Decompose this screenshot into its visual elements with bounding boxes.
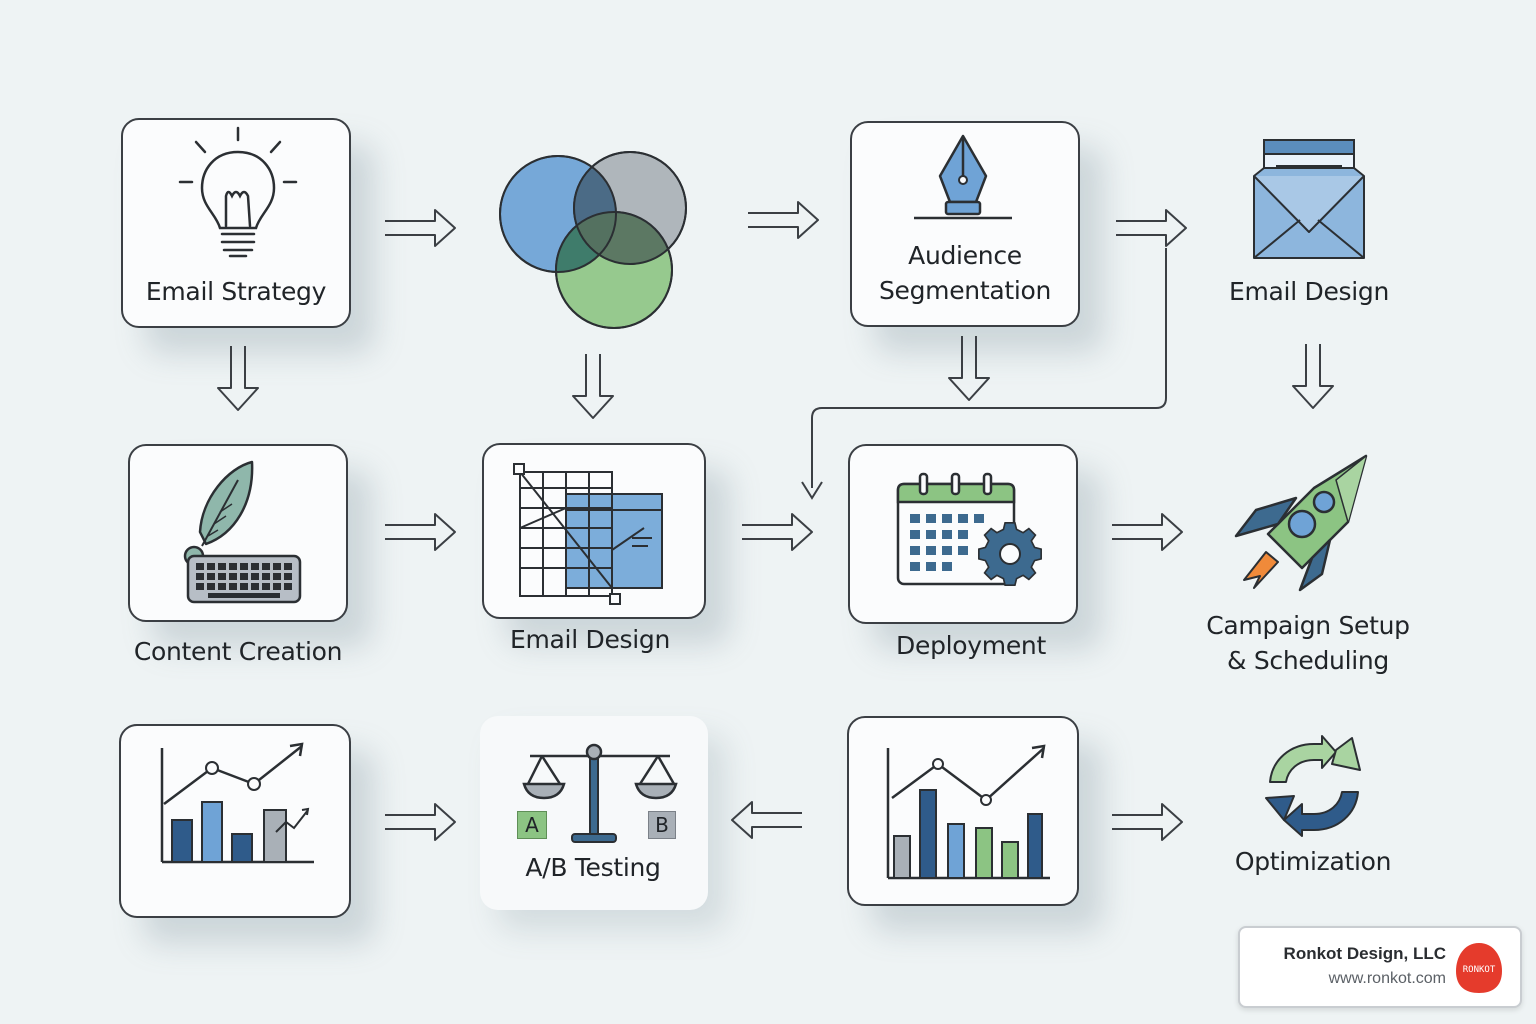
envelope-icon xyxy=(1253,139,1365,259)
badge-b: B xyxy=(648,811,676,839)
bar-chart-icon xyxy=(160,742,314,864)
fountain-pen-icon xyxy=(914,134,1012,220)
arrow-left-1 xyxy=(731,801,802,839)
arrow-right-3 xyxy=(1116,209,1187,247)
arrow-down-3 xyxy=(948,336,990,401)
cycle-arrows-icon xyxy=(1265,735,1361,837)
brand-card: Ronkot Design, LLC www.ronkot.com RONKOT xyxy=(1238,926,1522,1008)
email-design-top-label: Email Design xyxy=(1228,277,1390,306)
optimization-label: Optimization xyxy=(1234,847,1392,876)
ab-testing-label: A/B Testing xyxy=(525,853,661,882)
brand-url: www.ronkot.com xyxy=(1328,970,1446,987)
analytics-card xyxy=(119,724,351,918)
lightbulb-icon xyxy=(178,126,298,258)
email-design-mid-label: Email Design xyxy=(509,625,671,654)
brand-name: Ronkot Design, LLC xyxy=(1283,944,1446,963)
campaign-setup-label: Campaign Setup & Scheduling xyxy=(1206,611,1410,675)
quill-keyboard-icon xyxy=(183,460,302,604)
arrow-right-4 xyxy=(385,513,456,551)
brand-logo-icon: RONKOT xyxy=(1456,943,1502,993)
brand-logo-text: RONKOT xyxy=(1463,965,1496,975)
arrow-right-6 xyxy=(1112,513,1183,551)
arrow-right-7 xyxy=(385,803,456,841)
content-creation-label: Content Creation xyxy=(133,637,343,666)
venn-diagram-icon xyxy=(499,151,687,329)
audience-segmentation-label: Audience Segmentation xyxy=(878,241,1052,305)
arrow-down-4 xyxy=(1292,344,1334,409)
balance-scale-icon xyxy=(522,743,678,843)
calendar-gear-icon xyxy=(896,472,1042,586)
arrow-down-1 xyxy=(217,346,259,411)
arrow-down-2 xyxy=(572,354,614,419)
arrow-right-2 xyxy=(748,201,819,239)
arrow-right-8 xyxy=(1112,803,1183,841)
bar-chart-line-icon xyxy=(886,744,1050,880)
badge-a: A xyxy=(517,811,547,839)
rocket-icon xyxy=(1234,454,1368,592)
deployment-label: Deployment xyxy=(896,631,1046,660)
arrow-right-1 xyxy=(385,209,456,247)
arrow-right-5 xyxy=(742,513,813,551)
email-strategy-label: Email Strategy xyxy=(145,277,327,306)
wireframe-grid-icon xyxy=(513,463,663,605)
